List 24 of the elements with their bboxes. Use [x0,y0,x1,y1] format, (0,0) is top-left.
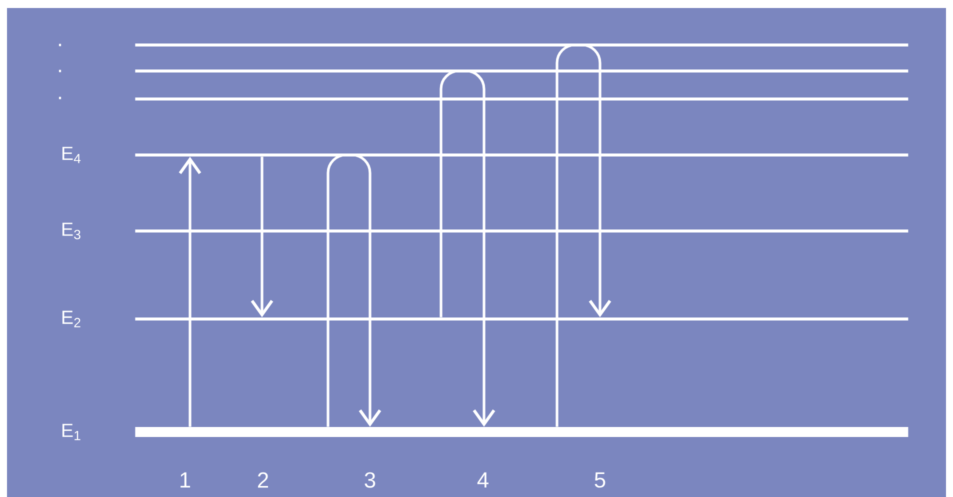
node-label: E$_{4}$ [62,146,81,164]
node-label: E$_{3}$ [62,222,80,240]
node-label: E$_{2}$ [62,310,80,328]
energy-level: E$_{3}$ [62,222,908,240]
energy-level [135,98,908,100]
transition-arrow [556,44,612,427]
ellipsis-dot: . [58,70,62,72]
energy-level: E$_{4}$ [62,146,908,164]
energy-level [135,44,908,46]
transition-arrow [326,154,382,427]
energy-level: E$_{2}$ [62,310,908,328]
transition-number: 2 [258,472,268,488]
transition-arrow [178,156,202,427]
transition-arrow [440,70,496,427]
transition-number: 4 [477,472,488,488]
transition-number: 3 [364,472,376,488]
transition-number: 1 [180,472,190,488]
energy-level [135,70,908,72]
ellipsis-dot: . [58,44,62,46]
ellipsis-dot: . [58,96,62,100]
node-label: E$_{1}$ [62,424,80,440]
transition-number: 5 [594,472,606,488]
transition-arrow [250,156,274,318]
energy-level: E$_{1}$ [62,424,908,440]
